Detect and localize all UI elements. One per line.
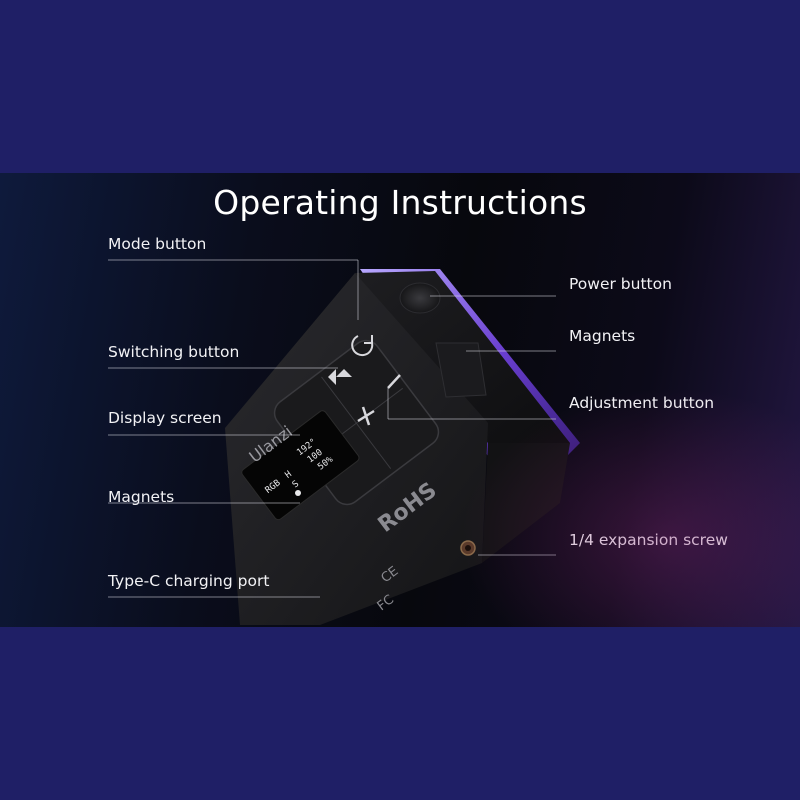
label-magnets-right: Magnets: [569, 327, 636, 345]
diagram-stage: Operating Instructions: [0, 173, 800, 627]
label-expansion-screw: 1/4 expansion screw: [569, 531, 728, 549]
screen-s-label: S: [291, 479, 301, 490]
minus-icon: [387, 374, 401, 389]
device-side-face: [482, 443, 570, 563]
leader-lines: [108, 259, 556, 598]
device-illustration: Ulanzi RGB H S 192° 100 50% RoHS CE FC: [108, 259, 580, 625]
diagram-title: Operating Instructions: [213, 183, 587, 222]
sun-icon: [295, 490, 301, 496]
label-display-screen: Display screen: [108, 409, 222, 427]
magnet-plate: [435, 342, 487, 398]
refresh-icon: [351, 335, 374, 357]
plus-icon: [357, 406, 375, 426]
display-screen: [241, 410, 360, 521]
screen-h-label: H: [284, 470, 294, 481]
arrow-icons: [328, 369, 352, 385]
label-magnets-left: Magnets: [108, 488, 175, 506]
label-power-button: Power button: [569, 275, 672, 293]
label-mode-button: Mode button: [108, 235, 207, 253]
label-switching-button: Switching button: [108, 343, 240, 361]
label-type-c-port: Type-C charging port: [108, 572, 270, 590]
label-adjustment-button: Adjustment button: [569, 394, 715, 412]
power-knob: [399, 282, 441, 314]
